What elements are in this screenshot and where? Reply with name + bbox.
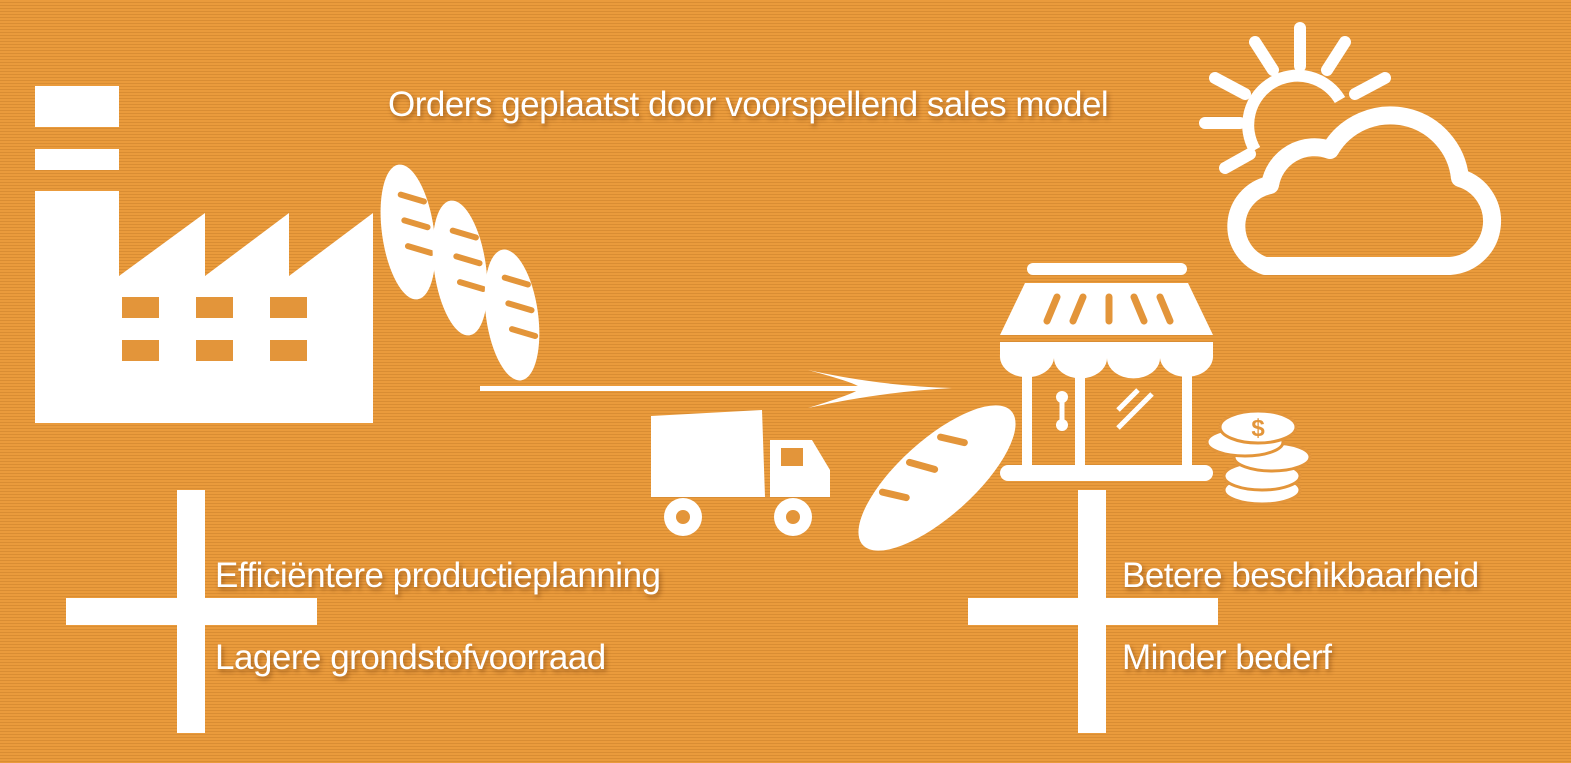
store-icon xyxy=(999,263,1214,481)
bread-icon xyxy=(858,405,1016,551)
plus-icon xyxy=(66,490,317,733)
truck-icon xyxy=(651,410,830,536)
svg-text:$: $ xyxy=(1251,415,1265,442)
coins-icon: $ xyxy=(1205,409,1312,506)
benefit-efficient-production: Efficiëntere productieplanning xyxy=(215,556,661,595)
benefit-less-spoilage: Minder bederf xyxy=(1122,638,1332,677)
title-text: Orders geplaatst door voorspellend sales… xyxy=(388,85,1109,124)
benefit-lower-stock: Lagere grondstofvoorraad xyxy=(215,638,606,677)
bread-icon xyxy=(380,164,540,381)
sun-cloud-icon xyxy=(1199,22,1501,275)
arrow-icon xyxy=(480,370,952,408)
factory-icon xyxy=(35,86,373,423)
benefit-availability: Betere beschikbaarheid xyxy=(1122,556,1479,595)
plus-icon xyxy=(968,490,1218,733)
